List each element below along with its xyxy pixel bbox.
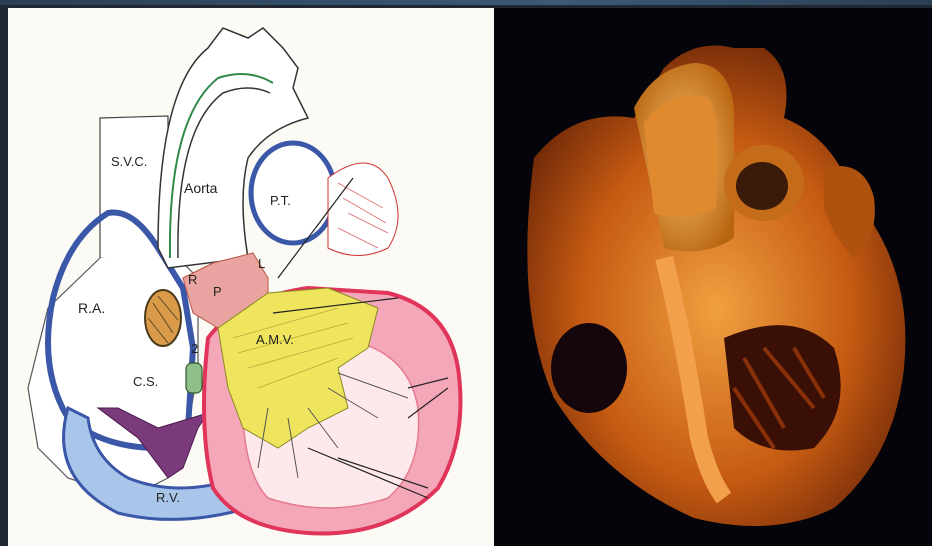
label-two: 2 (191, 341, 198, 356)
label-aorta: Aorta (184, 180, 218, 196)
label-pt: P.T. (270, 193, 291, 208)
label-p: P (213, 284, 222, 299)
label-ra: R.A. (78, 300, 105, 316)
heart-diagram: S.V.C. Aorta P.T. R.A. R P L A.M.V. 2 C.… (8, 8, 494, 546)
pulmonary-trunk (251, 143, 335, 243)
label-r: R (188, 272, 197, 287)
label-cs: C.S. (133, 374, 158, 389)
top-accent-bar (0, 0, 932, 5)
specimen-illustration (494, 8, 932, 546)
specimen-aorta-lumen (644, 96, 718, 217)
heart-specimen-photo (494, 8, 932, 546)
coronary-sinus (186, 363, 202, 393)
specimen-right-cavity (551, 323, 627, 413)
label-amv: A.M.V. (256, 332, 294, 347)
label-l: L (258, 256, 265, 271)
heart-diagram-panel: S.V.C. Aorta P.T. R.A. R P L A.M.V. 2 C.… (8, 8, 494, 546)
label-rv: R.V. (156, 490, 180, 505)
specimen-left-cavity (724, 325, 841, 450)
specimen-pulmonary-lumen (736, 162, 788, 210)
label-svc: S.V.C. (111, 154, 147, 169)
